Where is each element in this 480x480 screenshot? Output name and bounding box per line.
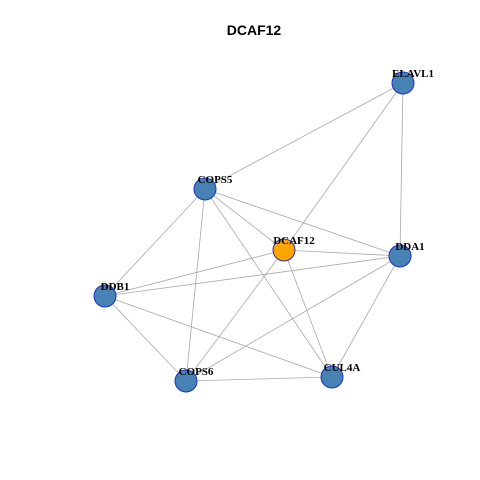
edge-cops6-cul4a [185,376,333,382]
edge-ddb1-cul4a [104,295,333,378]
edge-dda1-cul4a [331,255,401,378]
edge-elavl1-dcaf12 [283,82,404,251]
edge-cops5-cul4a [204,188,333,378]
node-cops5 [193,177,217,201]
edges-layer [104,82,404,382]
node-label-cops5: COPS5 [198,174,233,186]
nodes-layer [93,71,415,393]
edge-dcaf12-cul4a [283,249,333,378]
edge-cops5-dda1 [204,188,401,257]
node-label-dcaf12: DCAF12 [273,235,315,247]
node-cul4a [320,365,344,389]
node-label-dda1: DDA1 [395,241,424,253]
edge-dda1-cops6 [185,255,401,382]
edge-elavl1-dda1 [399,82,404,257]
edge-dcaf12-dda1 [283,249,401,257]
edge-cops5-cops6 [185,188,206,382]
node-label-elavl1: ELAVL1 [392,68,434,80]
edge-dcaf12-ddb1 [104,249,285,297]
node-label-cul4a: CUL4A [324,362,361,374]
edge-cops5-dcaf12 [204,188,285,251]
edge-dda1-ddb1 [104,255,401,297]
edge-ddb1-cops6 [104,295,187,382]
node-cops6 [174,369,198,393]
edge-dcaf12-cops6 [185,249,285,382]
edge-elavl1-cops5 [204,82,404,190]
node-label-cops6: COPS6 [179,366,214,378]
node-ddb1 [93,284,117,308]
node-dcaf12 [272,238,296,262]
graph-title: DCAF12 [227,22,282,38]
node-dda1 [388,244,412,268]
edge-cops5-ddb1 [104,188,206,297]
node-elavl1 [391,71,415,95]
node-label-ddb1: DDB1 [101,281,130,293]
